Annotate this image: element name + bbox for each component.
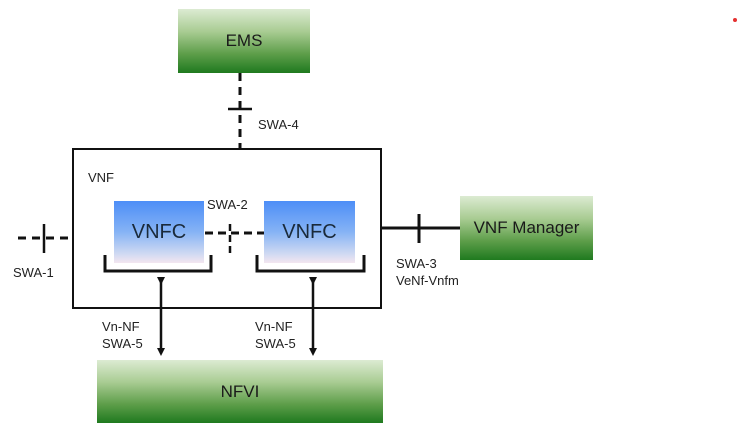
vnf-manager-box: VNF Manager bbox=[460, 196, 593, 260]
nfvi-box: NFVI bbox=[97, 360, 383, 423]
vnfc-2-label: VNFC bbox=[282, 220, 337, 243]
swa5-left-label-1: Vn-NF bbox=[102, 319, 140, 334]
vnfc-box-2: VNFC bbox=[264, 201, 355, 263]
swa5-right-label-1: Vn-NF bbox=[255, 319, 293, 334]
vnfc1-bracket bbox=[103, 255, 213, 273]
swa5-left-label-2: SWA-5 bbox=[102, 336, 143, 351]
swa4-label: SWA-4 bbox=[258, 117, 299, 132]
vnf-label: VNF bbox=[88, 170, 114, 185]
vnf-manager-label: VNF Manager bbox=[473, 218, 580, 237]
ems-label: EMS bbox=[225, 31, 263, 50]
marker-dot bbox=[733, 18, 737, 22]
swa1-label: SWA-1 bbox=[13, 265, 54, 280]
vnfc2-bracket bbox=[255, 255, 366, 273]
swa2-label: SWA-2 bbox=[207, 197, 248, 212]
vnfc-box-1: VNFC bbox=[114, 201, 204, 263]
swa3-label: SWA-3 bbox=[396, 256, 437, 271]
nfvi-label: NFVI bbox=[220, 381, 260, 401]
swa5-right-label-2: SWA-5 bbox=[255, 336, 296, 351]
vnfc-1-label: VNFC bbox=[131, 220, 187, 243]
ems-box: EMS bbox=[178, 9, 310, 73]
swa3-alt-label: VeNf-Vnfm bbox=[396, 273, 459, 288]
vnf-container bbox=[72, 148, 382, 309]
